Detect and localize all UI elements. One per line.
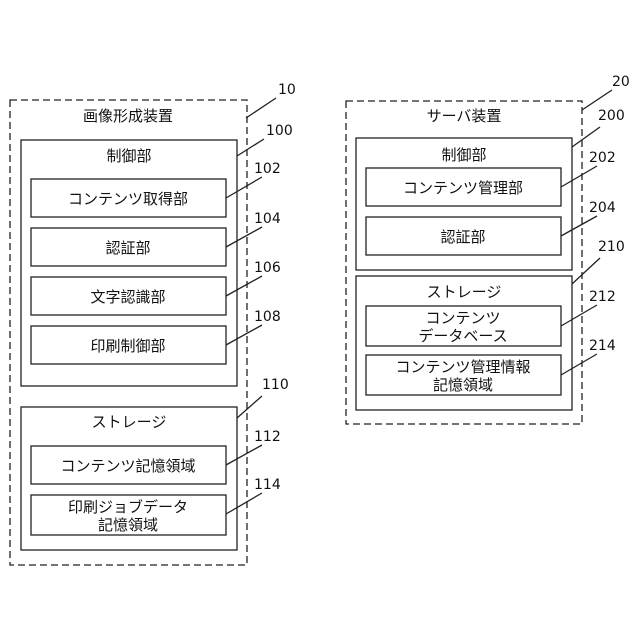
- device-storage-title: ストレージ: [92, 413, 167, 431]
- content-database-line2: データベース: [418, 327, 507, 345]
- content-database-ref: 212: [589, 289, 616, 305]
- server-device-ref: 20: [612, 74, 630, 90]
- character-recognition-unit-label: 文字認識部: [90, 288, 165, 306]
- content-management-unit-label: コンテンツ管理部: [403, 179, 523, 197]
- server-control-unit-title: 制御部: [441, 146, 486, 164]
- character-recognition-unit-ref: 106: [254, 260, 281, 276]
- server-storage-title: ストレージ: [427, 283, 502, 301]
- content-database-line1: コンテンツ: [425, 309, 500, 327]
- device-control-unit-leader: [237, 139, 264, 156]
- server-storage-ref: 210: [598, 239, 625, 255]
- server-storage-leader: [572, 258, 600, 284]
- content-acquisition-unit-label: コンテンツ取得部: [68, 190, 188, 208]
- server-device-leader: [582, 90, 612, 110]
- content-management-unit-ref: 202: [589, 150, 616, 166]
- content-storage-area-label: コンテンツ記憶領域: [60, 457, 195, 475]
- print-job-data-storage-area-ref: 114: [254, 477, 281, 493]
- device-authentication-unit-ref: 104: [254, 211, 281, 227]
- print-job-data-storage-area-line1: 印刷ジョブデータ: [68, 498, 188, 516]
- server-device-title: サーバ装置: [427, 107, 502, 125]
- content-storage-area-ref: 112: [254, 429, 281, 445]
- print-control-unit-label: 印刷制御部: [90, 337, 165, 355]
- device-authentication-unit-label: 認証部: [105, 239, 150, 257]
- device-control-unit-title: 制御部: [106, 147, 151, 165]
- image-forming-device-title: 画像形成装置: [83, 107, 173, 125]
- print-job-data-storage-area-line2: 記憶領域: [98, 516, 158, 534]
- server-control-unit-leader: [572, 127, 600, 147]
- content-management-info-storage-area-ref: 214: [589, 338, 616, 354]
- server-authentication-unit-label: 認証部: [440, 228, 485, 246]
- server-control-unit-ref: 200: [598, 108, 625, 124]
- content-acquisition-unit-ref: 102: [254, 161, 281, 177]
- device-storage-ref: 110: [262, 377, 289, 393]
- server-authentication-unit-ref: 204: [589, 200, 616, 216]
- content-management-info-storage-area-line2: 記憶領域: [433, 376, 493, 394]
- content-management-info-storage-area-line1: コンテンツ管理情報: [395, 358, 530, 376]
- image-forming-device-leader: [246, 98, 276, 118]
- image-forming-device-ref: 10: [278, 82, 296, 98]
- device-storage-leader: [237, 396, 262, 418]
- device-control-unit-ref: 100: [266, 123, 293, 139]
- print-control-unit-ref: 108: [254, 309, 281, 325]
